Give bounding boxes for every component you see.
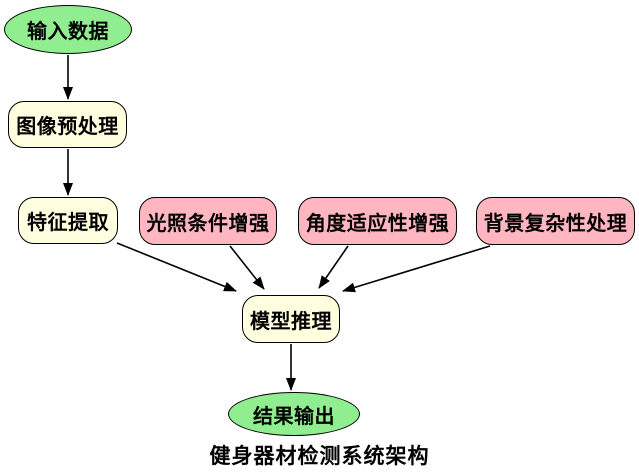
node-feature-extraction-label: 特征提取 xyxy=(27,210,109,234)
edge-backdrop-to-model xyxy=(342,245,491,293)
edge-light-to-model xyxy=(229,245,265,290)
node-result-output-label: 结果输出 xyxy=(253,403,335,428)
node-angle-adaptability-label: 角度适应性增强 xyxy=(305,210,450,235)
node-input-data: 输入数据 xyxy=(4,5,132,54)
node-image-preprocessing: 图像预处理 xyxy=(8,101,127,148)
node-image-preprocessing-label: 图像预处理 xyxy=(16,114,119,138)
edge-feature-to-model xyxy=(116,242,237,292)
node-model-inference: 模型推理 xyxy=(242,295,340,343)
node-model-inference-label: 模型推理 xyxy=(250,308,332,333)
node-lighting-enhancement: 光照条件增强 xyxy=(139,197,277,245)
diagram-title: 健身器材检测系统架构 xyxy=(209,444,430,468)
node-background-complexity: 背景复杂性处理 xyxy=(476,197,635,245)
node-lighting-enhancement-label: 光照条件增强 xyxy=(146,210,270,235)
node-input-data-label: 输入数据 xyxy=(27,19,109,43)
node-background-complexity-label: 背景复杂性处理 xyxy=(483,210,628,235)
edge-angle-to-model xyxy=(318,245,349,289)
node-angle-adaptability: 角度适应性增强 xyxy=(298,197,457,245)
node-feature-extraction: 特征提取 xyxy=(18,197,118,244)
node-result-output: 结果输出 xyxy=(228,392,360,436)
